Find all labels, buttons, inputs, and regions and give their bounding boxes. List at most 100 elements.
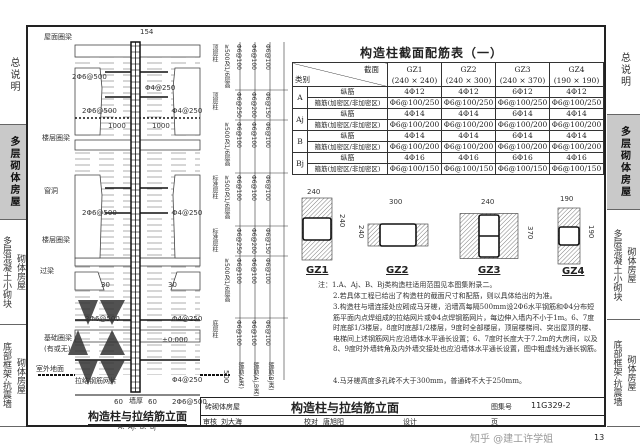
- dim-label-b: Φ6@100: [250, 122, 257, 148]
- label-bar-phi4-e: Φ4@250: [172, 376, 203, 384]
- sidebar-tab-block[interactable]: 多层混凝土小砌块砌体房屋: [0, 220, 26, 325]
- tb-category: 砖砌体房屋: [205, 403, 240, 411]
- tb-page-label: 页: [491, 418, 498, 426]
- type-cell: B: [292, 130, 308, 153]
- row-label-long: 纵筋: [307, 86, 388, 98]
- dim-label-zone: 标准层柱: [211, 228, 218, 252]
- type-cell: Bj: [292, 152, 308, 175]
- dimension-lines: [235, 42, 288, 380]
- stirrup-cell: Φ6@100/200: [495, 119, 550, 131]
- label-dim-60-left: 60: [114, 398, 123, 406]
- column-header: GZ2(240 × 300): [441, 62, 496, 87]
- right-tab-masonry[interactable]: 多层砌体房屋: [607, 115, 640, 210]
- note-1: 注：1.A、Aj、B、Bj类构造柱适用范围见本图集附录二。: [318, 281, 497, 289]
- stirrup-cell: Φ6@100/250: [441, 97, 496, 109]
- tab-label: 多层混凝土小砌块: [1, 236, 11, 308]
- dim-label-range: ≥500及1/6层高: [223, 44, 230, 89]
- type-cell: A: [292, 86, 308, 109]
- label-dim-1000-right: 1000: [152, 122, 170, 130]
- long-bar-cell: 4Φ16: [387, 152, 442, 164]
- section-height: 240: [357, 225, 365, 239]
- section-gz2: [367, 223, 429, 247]
- dim-label-a: Φ6@100: [235, 122, 242, 148]
- long-bar-cell: 6Φ14: [495, 130, 550, 142]
- label-dim-154: 154: [140, 28, 154, 36]
- long-bar-cell: 6Φ14: [495, 108, 550, 120]
- section-name: GZ4: [562, 266, 585, 277]
- label-bar-phi4-c: Φ4@250: [172, 209, 203, 217]
- dim-label-a: Φ6@250: [235, 92, 242, 118]
- row-label-stirrup: 箍筋(加密区/非加密区): [307, 97, 388, 109]
- tb-checker: 唐旭阳: [323, 418, 344, 426]
- dim-label-c: Φ6@100: [264, 175, 271, 201]
- window-opening-right-2: [172, 174, 201, 259]
- long-bar-cell: 4Φ12: [441, 86, 496, 98]
- section-name: GZ3: [478, 265, 501, 276]
- tab-sublabel: 砌体房屋: [625, 246, 636, 283]
- dim-label-zone: 顶层柱: [211, 44, 218, 62]
- title-block: 砖砌体房屋 构造柱与拉结筋立面 图集号 11G329-2 审核 刘大海 校对 唐…: [200, 397, 606, 427]
- dim-label-a: Φ6@100: [235, 258, 242, 284]
- window-opening-right: [172, 67, 201, 136]
- long-bar-cell: 4Φ14: [549, 130, 604, 142]
- label-bar-2phi6-b: 2Φ6@500: [82, 107, 117, 115]
- right-tab-block[interactable]: 多层混凝土小砌块砌体房屋: [607, 210, 640, 320]
- label-bar-phi4: Φ4@250: [145, 84, 176, 92]
- stirrup-cell: Φ6@100/150: [441, 163, 496, 175]
- long-bar-cell: 4Φ14: [387, 108, 442, 120]
- drawing-frame: [26, 25, 606, 427]
- constructional-column: [130, 41, 141, 393]
- stirrup-cell: Φ6@100/150: [495, 163, 550, 175]
- tb-title: 构造柱与拉结筋立面: [291, 401, 400, 415]
- label-floor-ring-beam: 楼层圈梁: [42, 134, 70, 142]
- label-dim-30-right: 30: [168, 281, 177, 289]
- long-bar-cell: 6Φ12: [495, 86, 550, 98]
- dim-label-b: Φ6@100: [250, 258, 257, 284]
- stirrup-cell: Φ6@100/200: [549, 141, 604, 153]
- right-tab-frame[interactable]: 底部框架-抗震墙砌体房屋: [607, 320, 640, 427]
- label-elevation-zero: ±0.000: [162, 336, 188, 344]
- column-stirrups: [131, 45, 140, 389]
- column-size: (190 × 190): [553, 75, 600, 85]
- dim-label-c: Φ6@150: [264, 92, 271, 118]
- section-width: 190: [560, 195, 574, 203]
- section-name: GZ2: [386, 265, 409, 276]
- section-width: 300: [389, 198, 403, 206]
- elevation-title: 构造柱与拉结筋立面: [88, 410, 187, 425]
- stirrup-cell: Φ6@100/250: [495, 97, 550, 109]
- tab-label: 总说明: [8, 56, 19, 93]
- label-ground: 室外地面: [36, 365, 64, 373]
- tab-sublabel: 砌体房屋: [15, 254, 25, 290]
- right-tab-general[interactable]: 总说明: [607, 25, 640, 115]
- long-bar-cell: 4Φ14: [441, 108, 496, 120]
- long-bar-cell: 6Φ16: [495, 152, 550, 164]
- label-tie-mesh: 拉结钢筋网片: [75, 377, 117, 385]
- tb-atlas-no: 11G329-2: [531, 401, 571, 410]
- corner-bottom: 类别: [295, 75, 310, 84]
- stirrup-cell: Φ6@100/150: [549, 163, 604, 175]
- dim-label-a: Φ6@100: [235, 320, 242, 346]
- tab-label: 底部框架-抗震墙: [1, 342, 11, 409]
- note-2: 2.若具体工程已给出了构造柱的截面尺寸和配筋，则以具体给出的为准。: [333, 292, 557, 300]
- column-name: GZ4: [568, 64, 585, 74]
- dim-label-range: ≥500及1/6层高: [223, 175, 230, 220]
- sidebar-tab-masonry[interactable]: 多层砌体房屋: [0, 125, 26, 220]
- label-dim-1000-left: 1000: [108, 122, 126, 130]
- column-size: (240 × 240): [391, 75, 438, 85]
- label-foundation-beam: 基础圈梁: [44, 334, 72, 342]
- column-header: GZ4(190 × 190): [549, 62, 604, 87]
- dim-label-zone: 底层柱: [211, 320, 218, 338]
- label-wall-thickness: 墙厚: [129, 397, 143, 405]
- label-dim-30-left: 30: [101, 281, 110, 289]
- sidebar-tab-general[interactable]: 总说明: [0, 25, 26, 125]
- row-label-long: 纵筋: [307, 152, 388, 164]
- dim-label-b: Φ6@200: [250, 228, 257, 254]
- row-label-long: 纵筋: [307, 130, 388, 142]
- row-label-long: 纵筋: [307, 108, 388, 120]
- section-height: 370: [526, 226, 534, 240]
- sidebar-tab-frame[interactable]: 底部框架-抗震墙砌体房屋: [0, 325, 26, 427]
